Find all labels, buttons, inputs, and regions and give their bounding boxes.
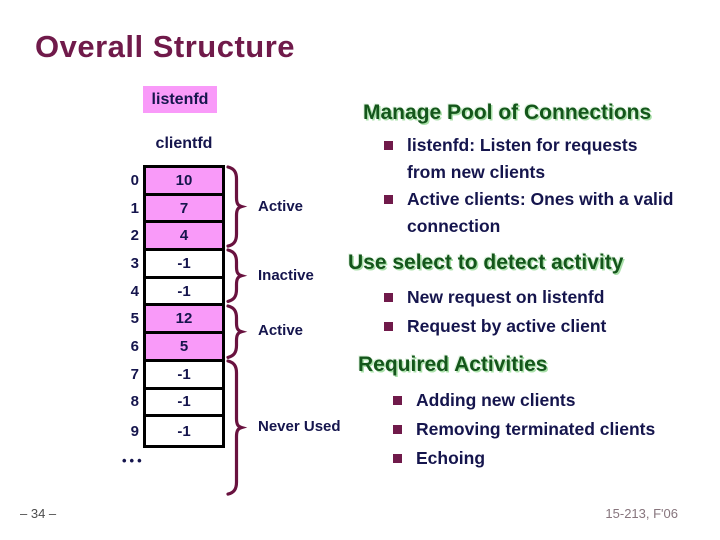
group-label: Active xyxy=(258,197,304,215)
square-bullet-icon xyxy=(384,141,393,150)
fd-row: 7 -1 xyxy=(131,362,222,390)
group-brace xyxy=(226,165,248,248)
square-bullet-icon xyxy=(384,293,393,302)
bullet-item: Request by active client xyxy=(379,312,709,341)
fd-row: 0 10 xyxy=(131,168,222,196)
fd-index: 6 xyxy=(130,337,139,355)
bullet-item: Echoing xyxy=(388,444,718,473)
fd-index: 7 xyxy=(130,365,139,383)
section-use-select-list: New request on listenfd Request by activ… xyxy=(379,283,709,341)
fd-value: -1 xyxy=(177,422,191,440)
bullet-text: listenfd: Listen for requests from new c… xyxy=(407,135,638,182)
listenfd-label: listenfd xyxy=(143,86,217,113)
group-label: Active xyxy=(258,322,304,340)
fd-index: 5 xyxy=(130,310,139,328)
group-brace xyxy=(226,303,248,359)
square-bullet-icon xyxy=(393,454,402,463)
fd-row: 8 -1 xyxy=(131,390,222,418)
square-bullet-icon xyxy=(393,425,402,434)
bullet-text: Removing terminated clients xyxy=(416,419,656,439)
section-required-activities-list: Adding new clients Removing terminated c… xyxy=(388,386,718,473)
slide-title: Overall Structure xyxy=(35,29,296,64)
fd-value: 5 xyxy=(179,337,189,355)
group-label: Inactive xyxy=(258,266,314,284)
bullet-text: Active clients: Ones with a valid connec… xyxy=(407,189,674,236)
bullet-item: Active clients: Ones with a valid connec… xyxy=(379,186,679,240)
fd-index: 8 xyxy=(130,393,139,411)
section-heading-manage-pool: Manage Pool of Connections xyxy=(363,101,652,124)
fd-index: 0 xyxy=(130,171,139,189)
square-bullet-icon xyxy=(393,396,402,405)
square-bullet-icon xyxy=(384,322,393,331)
fd-value: -1 xyxy=(177,254,191,272)
bullet-text: Request by active client xyxy=(407,316,607,336)
fd-value: -1 xyxy=(177,282,191,300)
bullet-item: listenfd: Listen for requests from new c… xyxy=(379,132,679,186)
fd-row: 5 12 xyxy=(131,306,222,335)
section-heading-use-select: Use select to detect activity xyxy=(348,251,624,274)
bullet-text: New request on listenfd xyxy=(407,287,605,307)
fd-value: 4 xyxy=(179,227,189,245)
fd-value: -1 xyxy=(177,365,191,383)
fd-index: 3 xyxy=(130,254,139,272)
fd-index: 1 xyxy=(130,199,139,217)
course-footer: 15-213, F'06 xyxy=(605,506,678,521)
group-brace xyxy=(226,248,248,304)
fd-value: 12 xyxy=(175,310,193,328)
array-ellipsis: ••• xyxy=(122,453,145,468)
group-label: Never Used xyxy=(258,418,341,436)
fd-row: 9 -1 xyxy=(131,417,222,445)
fd-value: -1 xyxy=(177,393,191,411)
fd-index: 9 xyxy=(130,422,139,440)
bullet-text: Adding new clients xyxy=(416,390,576,410)
fd-value: 10 xyxy=(175,171,193,189)
bullet-text: Echoing xyxy=(416,448,486,468)
fd-value: 7 xyxy=(179,199,189,217)
section-heading-required-activities: Required Activities xyxy=(358,353,548,376)
fd-index: 2 xyxy=(130,227,139,245)
fd-row: 4 -1 xyxy=(131,279,222,307)
bullet-item: New request on listenfd xyxy=(379,283,709,312)
square-bullet-icon xyxy=(384,195,393,204)
bullet-item: Removing terminated clients xyxy=(388,415,718,444)
group-brace xyxy=(226,359,248,496)
fd-index: 4 xyxy=(130,282,139,300)
section-manage-pool-list: listenfd: Listen for requests from new c… xyxy=(379,132,679,240)
clientfd-label: clientfd xyxy=(155,135,213,152)
slide-number: – 34 – xyxy=(20,506,57,521)
bullet-item: Adding new clients xyxy=(388,386,718,415)
fd-row: 3 -1 xyxy=(131,251,222,279)
